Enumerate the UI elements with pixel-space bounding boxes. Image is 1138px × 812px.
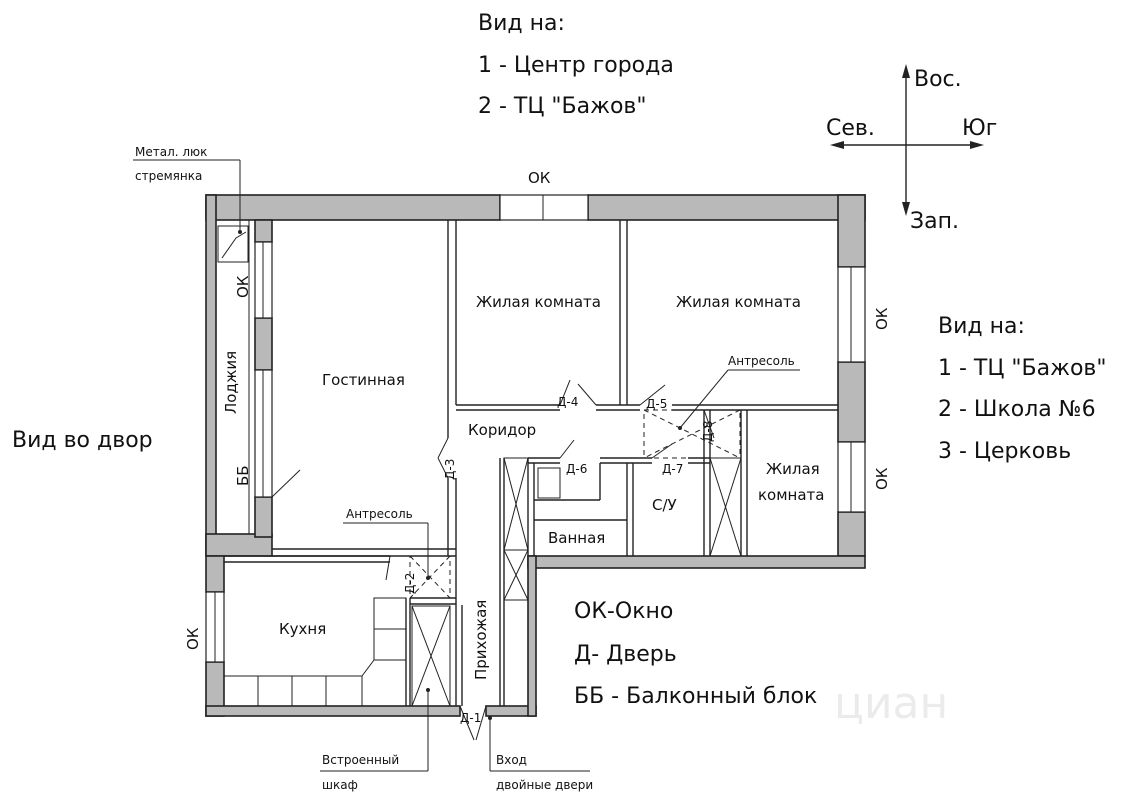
wall-step [527,555,866,569]
wall-top-right [587,194,866,221]
callout-mezzanine-2: Антресоль [728,354,795,368]
room-kitchen: Кухня [279,620,326,638]
callout-mezzanine-1: Антресоль [346,507,413,521]
room-bedroom-2: Жилая комната [676,293,801,311]
right-view-item-1: 1 - ТЦ "Бажов" [938,356,1107,381]
legend-door: Д- Дверь [574,642,677,667]
window-top [499,194,589,221]
door-1-label: Д-1 [460,711,481,725]
outer-walls [205,194,866,717]
room-bedroom-3-line: Жилая [766,460,820,478]
top-view-item-2: 2 - ТЦ "Бажов" [478,94,647,119]
room-bedroom-3-line2: комната [758,486,824,504]
room-bedroom-1: Жилая комната [476,293,601,311]
wall-loggia-inner-1 [254,219,273,243]
compass-north-label: Вос. [914,67,962,92]
windows [205,194,866,663]
balcony-block-label: ББ [234,465,252,486]
compass-rose [830,64,984,216]
right-view-item-3: 3 - Церковь [938,439,1071,464]
room-corridor: Коридор [468,421,536,439]
furniture [215,219,742,707]
room-loggia: Лоджия [222,351,240,414]
right-view-item-2: 2 - Школа №6 [938,397,1096,422]
window-loggia-label: ОК [234,275,252,298]
window-kitchen-label: ОК [184,627,202,650]
room-bedroom-3: Жилая комната [758,460,825,504]
compass-east-label: Юг [962,116,997,141]
left-view-label: Вид во двор [12,428,153,453]
legend-balcony: ББ - Балконный блок [574,684,817,709]
mezzanines [409,409,741,599]
callout-wardrobe-line2: шкаф [322,778,358,792]
door-7-label: Д-7 [662,462,683,476]
window-top-label: ОК [528,169,551,187]
top-view-item-1: 1 - Центр города [478,53,674,78]
legend-window: ОК-Окно [574,599,673,624]
compass-west-label: Сев. [826,116,875,141]
callout-entrance-line2: двойные двери [496,778,593,792]
room-hallway: Прихожая [472,600,490,680]
callout-hatch-line1: Метал. люк [135,145,207,159]
wall-step-vertical [527,555,537,717]
door-6-label: Д-6 [566,462,587,476]
door-8-label: Д-8 [701,421,715,442]
compass-south-label: Зап. [910,209,959,234]
built-in-wardrobe [411,605,451,707]
door-swings [385,379,715,741]
window-right-lower-label: ОК [873,467,891,490]
door-5-label: Д-5 [646,397,667,411]
door-2-label: Д-2 [403,573,417,594]
leader-lines [133,159,800,772]
top-view-title: Вид на: [478,11,565,36]
door-3-label: Д-3 [443,459,457,480]
callout-entrance-line1: Вход [496,753,527,767]
right-view-title: Вид на: [938,314,1025,339]
wall-top-left [205,194,501,221]
callout-wardrobe-line1: Встроенный [322,753,399,767]
wall-kitchen-left-1 [205,555,225,593]
metal-hatch [217,225,249,263]
wall-right-3 [837,511,866,557]
watermark: циан [834,678,948,729]
wall-loggia-inner-2 [254,317,273,371]
window-right-upper-label: ОК [873,307,891,330]
wall-left-loggia [205,194,217,556]
wall-loggia-inner-3 [254,496,273,538]
room-living-room: Гостинная [322,371,405,389]
wall-bottom-left [205,705,461,717]
callout-hatch-line2: стремянка [135,169,202,183]
wall-right-1 [837,194,866,268]
room-bathroom: Ванная [548,529,605,547]
wall-right-2 [837,361,866,443]
room-toilet: С/У [652,496,677,514]
door-4-label: Д-4 [557,395,578,409]
